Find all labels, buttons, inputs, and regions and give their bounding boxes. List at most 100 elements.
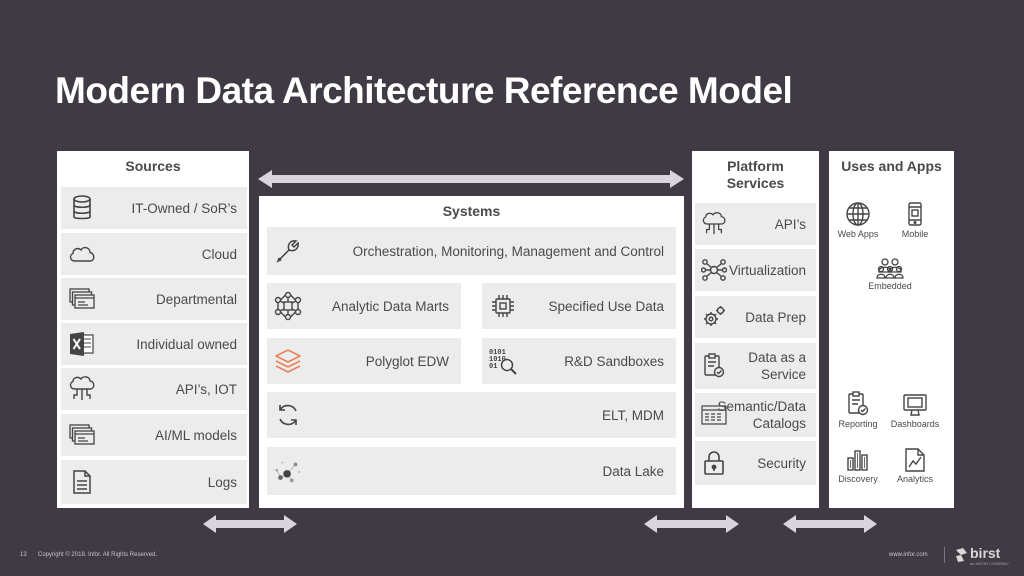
systems-platform-arrow (644, 515, 739, 533)
slide-title: Modern Data Architecture Reference Model (55, 70, 793, 111)
birst-logo-subtitle: an INFOR COMPANY (970, 561, 1010, 566)
systems-title: Systems (442, 203, 501, 219)
group-icon (858, 251, 922, 279)
systems-panel: Systems Orchestration, Monitoring, Manag… (259, 196, 684, 508)
systems-analytic-marts: Analytic Data Marts (267, 283, 461, 329)
catalog-icon (701, 402, 727, 428)
catalogs-label: Semantic/Data Catalogs (717, 398, 806, 432)
security-label: Security (757, 455, 806, 471)
report-check-icon (826, 389, 890, 417)
source-aiml: AI/ML models (61, 414, 247, 456)
platform-services-panel: Platform Services API’s Virtualization (692, 151, 819, 508)
sandboxes-label: R&D Sandboxes (564, 353, 664, 369)
systems-sandboxes: 0101 1010 01 R&D Sandboxes (482, 338, 676, 384)
embedded-label: Embedded (868, 281, 912, 291)
stacked-windows-icon (68, 285, 96, 313)
systems-elt-mdm: ELT, MDM (267, 392, 676, 438)
source-label: Cloud (201, 246, 237, 262)
systems-specified-use: Specified Use Data (482, 283, 676, 329)
platform-title-line1: Platform (727, 158, 784, 174)
scatter-dots-icon (273, 456, 303, 486)
hub-icon (701, 257, 727, 283)
source-individual: Individual owned (61, 323, 247, 365)
monitor-icon (883, 389, 947, 417)
systems-polyglot: Polyglot EDW (267, 338, 461, 384)
app-dashboards: Dashboards (883, 389, 947, 429)
database-icon (68, 194, 96, 222)
svg-text:01: 01 (489, 363, 497, 371)
source-label: API’s, IOT (175, 381, 237, 397)
source-apis-iot: API’s, IOT (61, 368, 247, 410)
data-service-line2: Service (760, 367, 806, 382)
footer-divider (944, 547, 945, 563)
bar-chart-icon (826, 444, 890, 472)
app-mobile: Mobile (883, 199, 947, 239)
platform-title-line2: Services (726, 175, 785, 191)
specified-use-label: Specified Use Data (548, 298, 664, 314)
page-number: 13 (20, 552, 27, 558)
catalogs-line2: Catalogs (752, 416, 806, 431)
source-label: IT-Owned / SoR’s (131, 200, 237, 216)
virtualization-label: Virtualization (728, 262, 806, 278)
data-prep-label: Data Prep (745, 309, 806, 325)
reporting-label: Reporting (838, 419, 878, 429)
sources-systems-arrow (203, 515, 297, 533)
app-web-apps: Web Apps (826, 199, 890, 239)
platform-catalogs: Semantic/Data Catalogs (695, 393, 816, 437)
polyglot-label: Polyglot EDW (365, 353, 449, 369)
app-analytics: Analytics (883, 444, 947, 484)
source-departmental: Departmental (61, 278, 247, 320)
mobile-icon (883, 199, 947, 227)
app-reporting: Reporting (826, 389, 890, 429)
app-embedded: Embedded (858, 251, 922, 291)
data-service-label: Data as a Service (748, 349, 806, 383)
birst-logo-text: birst (970, 545, 1001, 561)
chip-icon (488, 291, 518, 321)
source-logs: Logs (61, 460, 247, 504)
platform-virtualization: Virtualization (695, 249, 816, 291)
binary-search-icon: 0101 1010 01 (488, 346, 518, 376)
cloud-icon (68, 240, 96, 268)
apps-title: Uses and Apps (841, 158, 942, 174)
birst-logo: birst an INFOR COMPANY (955, 545, 1015, 567)
excel-icon (68, 330, 96, 358)
source-label: Departmental (155, 291, 237, 307)
lock-icon (701, 450, 727, 476)
footer-url: www.infor.com (889, 552, 928, 558)
discovery-label: Discovery (838, 474, 878, 484)
sources-platform-arrow (258, 170, 684, 188)
source-it-owned: IT-Owned / SoR’s (61, 187, 247, 229)
mobile-label: Mobile (901, 229, 929, 239)
cloud-network-icon (701, 211, 727, 237)
svg-text:0101: 0101 (489, 349, 506, 357)
svg-text:1010: 1010 (489, 356, 506, 364)
catalogs-line1: Semantic/Data (717, 399, 806, 414)
sources-panel: Sources IT-Owned / SoR’s Cloud (57, 151, 249, 508)
web-apps-label: Web Apps (837, 229, 879, 239)
analytics-label: Analytics (896, 474, 933, 484)
source-label: AI/ML models (154, 427, 237, 443)
birst-logo-icon (956, 548, 967, 562)
app-discovery: Discovery (826, 444, 890, 484)
source-label: Individual owned (136, 336, 237, 352)
cloud-network-icon (68, 375, 96, 403)
document-icon (68, 468, 96, 496)
data-service-line1: Data as a (748, 350, 806, 365)
platform-apis: API’s (695, 203, 816, 245)
orchestration-label: Orchestration, Monitoring, Management an… (352, 243, 664, 259)
uses-apps-panel: Uses and Apps Web Apps Mobile (829, 151, 954, 508)
apis-label: API’s (774, 216, 806, 232)
platform-data-prep: Data Prep (695, 296, 816, 338)
copyright: Copyright © 2018. Infor. All Rights Rese… (38, 552, 158, 558)
systems-orchestration: Orchestration, Monitoring, Management an… (267, 227, 676, 275)
globe-icon (826, 199, 890, 227)
refresh-icon (273, 400, 303, 430)
platform-title: Platform Services (692, 158, 819, 192)
platform-security: Security (695, 441, 816, 485)
analytic-marts-label: Analytic Data Marts (331, 298, 449, 314)
sources-title: Sources (125, 158, 181, 174)
systems-data-lake: Data Lake (267, 447, 676, 495)
network-hub-icon (273, 291, 303, 321)
source-label: Logs (207, 474, 237, 490)
data-lake-label: Data Lake (602, 463, 664, 479)
